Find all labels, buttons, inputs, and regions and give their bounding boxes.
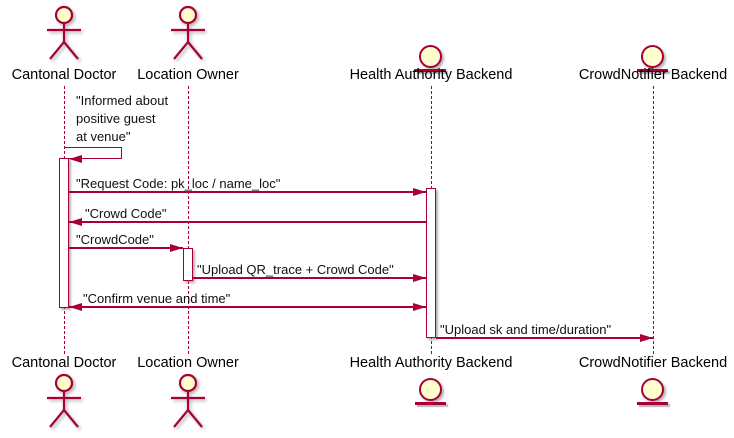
entity-icon xyxy=(419,378,442,401)
message-label-upload-sk: "Upload sk and time/duration" xyxy=(440,322,612,337)
message-label-upload-qr-trace: "Upload QR_trace + Crowd Code" xyxy=(197,262,394,277)
activation-bar-location-owner xyxy=(183,248,193,281)
entity-underline xyxy=(637,69,668,72)
actor-icon xyxy=(47,5,81,60)
message-label-informed: "Informed about positive guest at venue" xyxy=(76,93,169,144)
message-arrow-request-code xyxy=(69,187,426,196)
lifeline-location-owner xyxy=(187,86,189,354)
participant-label-cantonal-doctor-top: Cantonal Doctor xyxy=(11,67,117,83)
actor-icon xyxy=(171,5,205,60)
participant-label-health-authority-bottom: Health Authority Backend xyxy=(349,355,513,371)
activation-bar-cantonal-doctor xyxy=(59,158,69,308)
arrowhead-right-icon xyxy=(170,243,183,252)
message-arrow-self xyxy=(64,147,122,164)
message-arrow-crowd-code xyxy=(69,217,426,226)
arrowhead-left-icon xyxy=(69,155,82,164)
entity-icon xyxy=(641,378,664,401)
entity-icon xyxy=(641,45,664,68)
arrowhead-right-icon xyxy=(413,302,426,311)
entity-underline xyxy=(415,402,446,405)
participant-label-health-authority-top: Health Authority Backend xyxy=(349,67,513,83)
participant-label-location-owner-bottom: Location Owner xyxy=(137,355,239,371)
entity-underline xyxy=(637,402,668,405)
actor-icon xyxy=(171,373,205,428)
message-label-crowdcode: "CrowdCode" xyxy=(76,232,154,247)
activation-bar-health-authority xyxy=(426,188,436,338)
participant-label-cantonal-doctor-bottom: Cantonal Doctor xyxy=(11,355,117,371)
participant-label-location-owner-top: Location Owner xyxy=(137,67,239,83)
message-label-crowd-code: "Crowd Code" xyxy=(85,206,167,221)
message-arrow-upload-sk xyxy=(436,333,653,342)
message-label-request-code: "Request Code: pk_loc / name_loc" xyxy=(76,176,281,191)
arrowhead-right-icon xyxy=(640,333,653,342)
lifeline-crowdnotifier-backend xyxy=(652,86,654,354)
message-label-confirm-venue: "Confirm venue and time" xyxy=(83,291,231,306)
arrowhead-right-icon xyxy=(413,187,426,196)
participant-label-crowdnotifier-top: CrowdNotifier Backend xyxy=(578,67,728,83)
entity-underline xyxy=(415,69,446,72)
entity-icon xyxy=(419,45,442,68)
actor-icon xyxy=(47,373,81,428)
arrowhead-left-icon xyxy=(69,217,82,226)
message-arrow-crowdcode xyxy=(69,243,183,252)
message-arrow-upload-qr-trace xyxy=(193,273,426,282)
arrowhead-right-icon xyxy=(413,273,426,282)
arrowhead-left-icon xyxy=(69,302,82,311)
participant-label-crowdnotifier-bottom: CrowdNotifier Backend xyxy=(578,355,728,371)
message-arrow-confirm-venue xyxy=(69,302,426,311)
